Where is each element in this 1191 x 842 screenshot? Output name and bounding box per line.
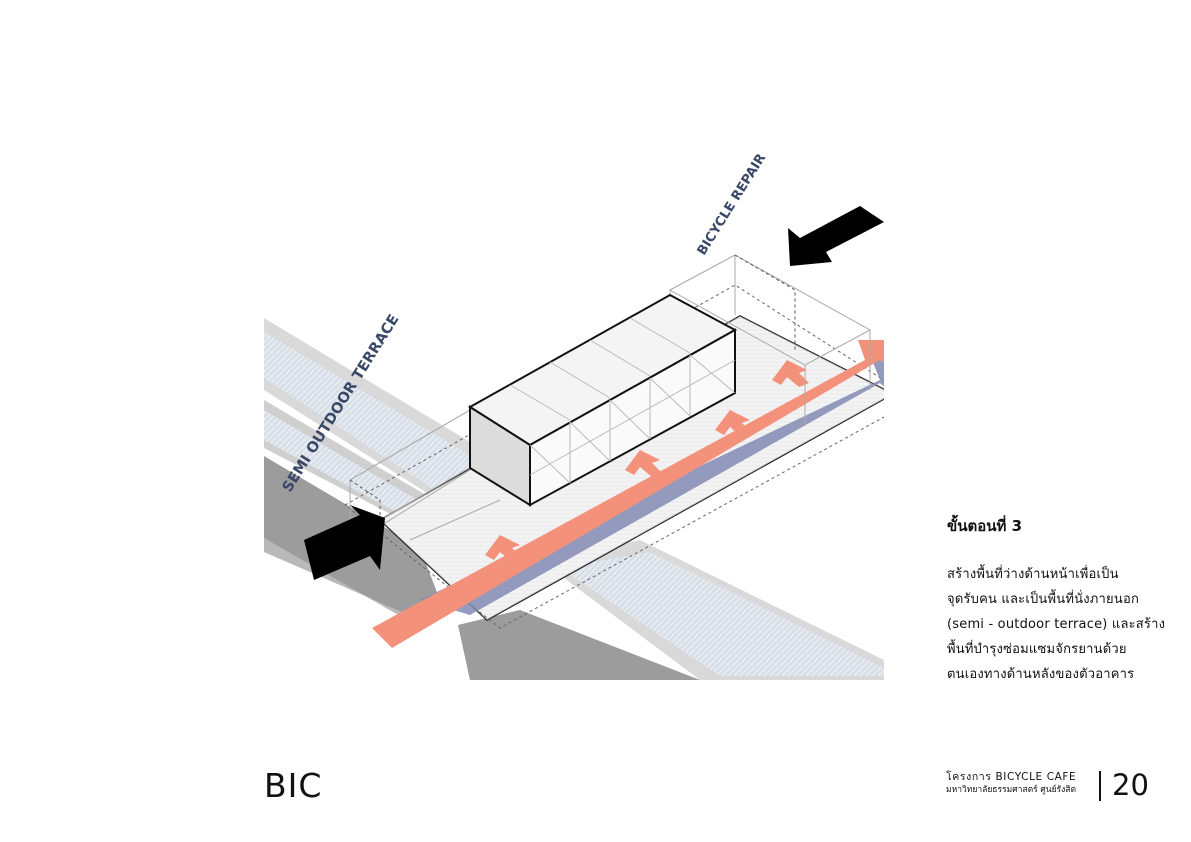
pedestrian-flow-arrow <box>372 340 884 648</box>
step-line: จุดรับคน และเป็นพื้นที่นั่งภายนอก <box>947 592 1140 607</box>
entry-arrow-back <box>788 206 884 266</box>
step-line: ตนเองทางด้านหลังของตัวอาคาร <box>947 667 1135 682</box>
brand-logo-text: BIC <box>264 766 323 805</box>
project-subtitle: มหาวิทยาลัยธรรมศาสตร์ ศูนย์รังสิต <box>946 785 1076 795</box>
right-canal <box>540 540 884 680</box>
entry-arrow-front <box>304 505 385 580</box>
step-line: พื้นที่บำรุงซ่อมแซมจักรยานด้วย <box>947 642 1127 657</box>
right-road <box>458 610 700 680</box>
bicycle-repair-label: BICYCLE REPAIR <box>695 151 770 258</box>
step-title: ขั้นตอนที่ 3 <box>947 517 1023 535</box>
step-line: (semi - outdoor terrace) และสร้าง <box>947 617 1166 632</box>
main-building <box>468 293 738 507</box>
project-info: โครงการ BICYCLE CAFE มหาวิทยาลัยธรรมศาสต… <box>946 770 1076 796</box>
page-number: 20 <box>1112 768 1149 802</box>
access-arrows <box>485 360 809 562</box>
project-title: โครงการ BICYCLE CAFE <box>946 771 1077 783</box>
step-line: สร้างพื้นที่ว่างด้านหน้าเพื่อเป็น <box>947 567 1119 582</box>
step-description: สร้างพื้นที่ว่างด้านหน้าเพื่อเป็น จุดรับ… <box>947 562 1166 687</box>
page-separator <box>1099 771 1101 801</box>
